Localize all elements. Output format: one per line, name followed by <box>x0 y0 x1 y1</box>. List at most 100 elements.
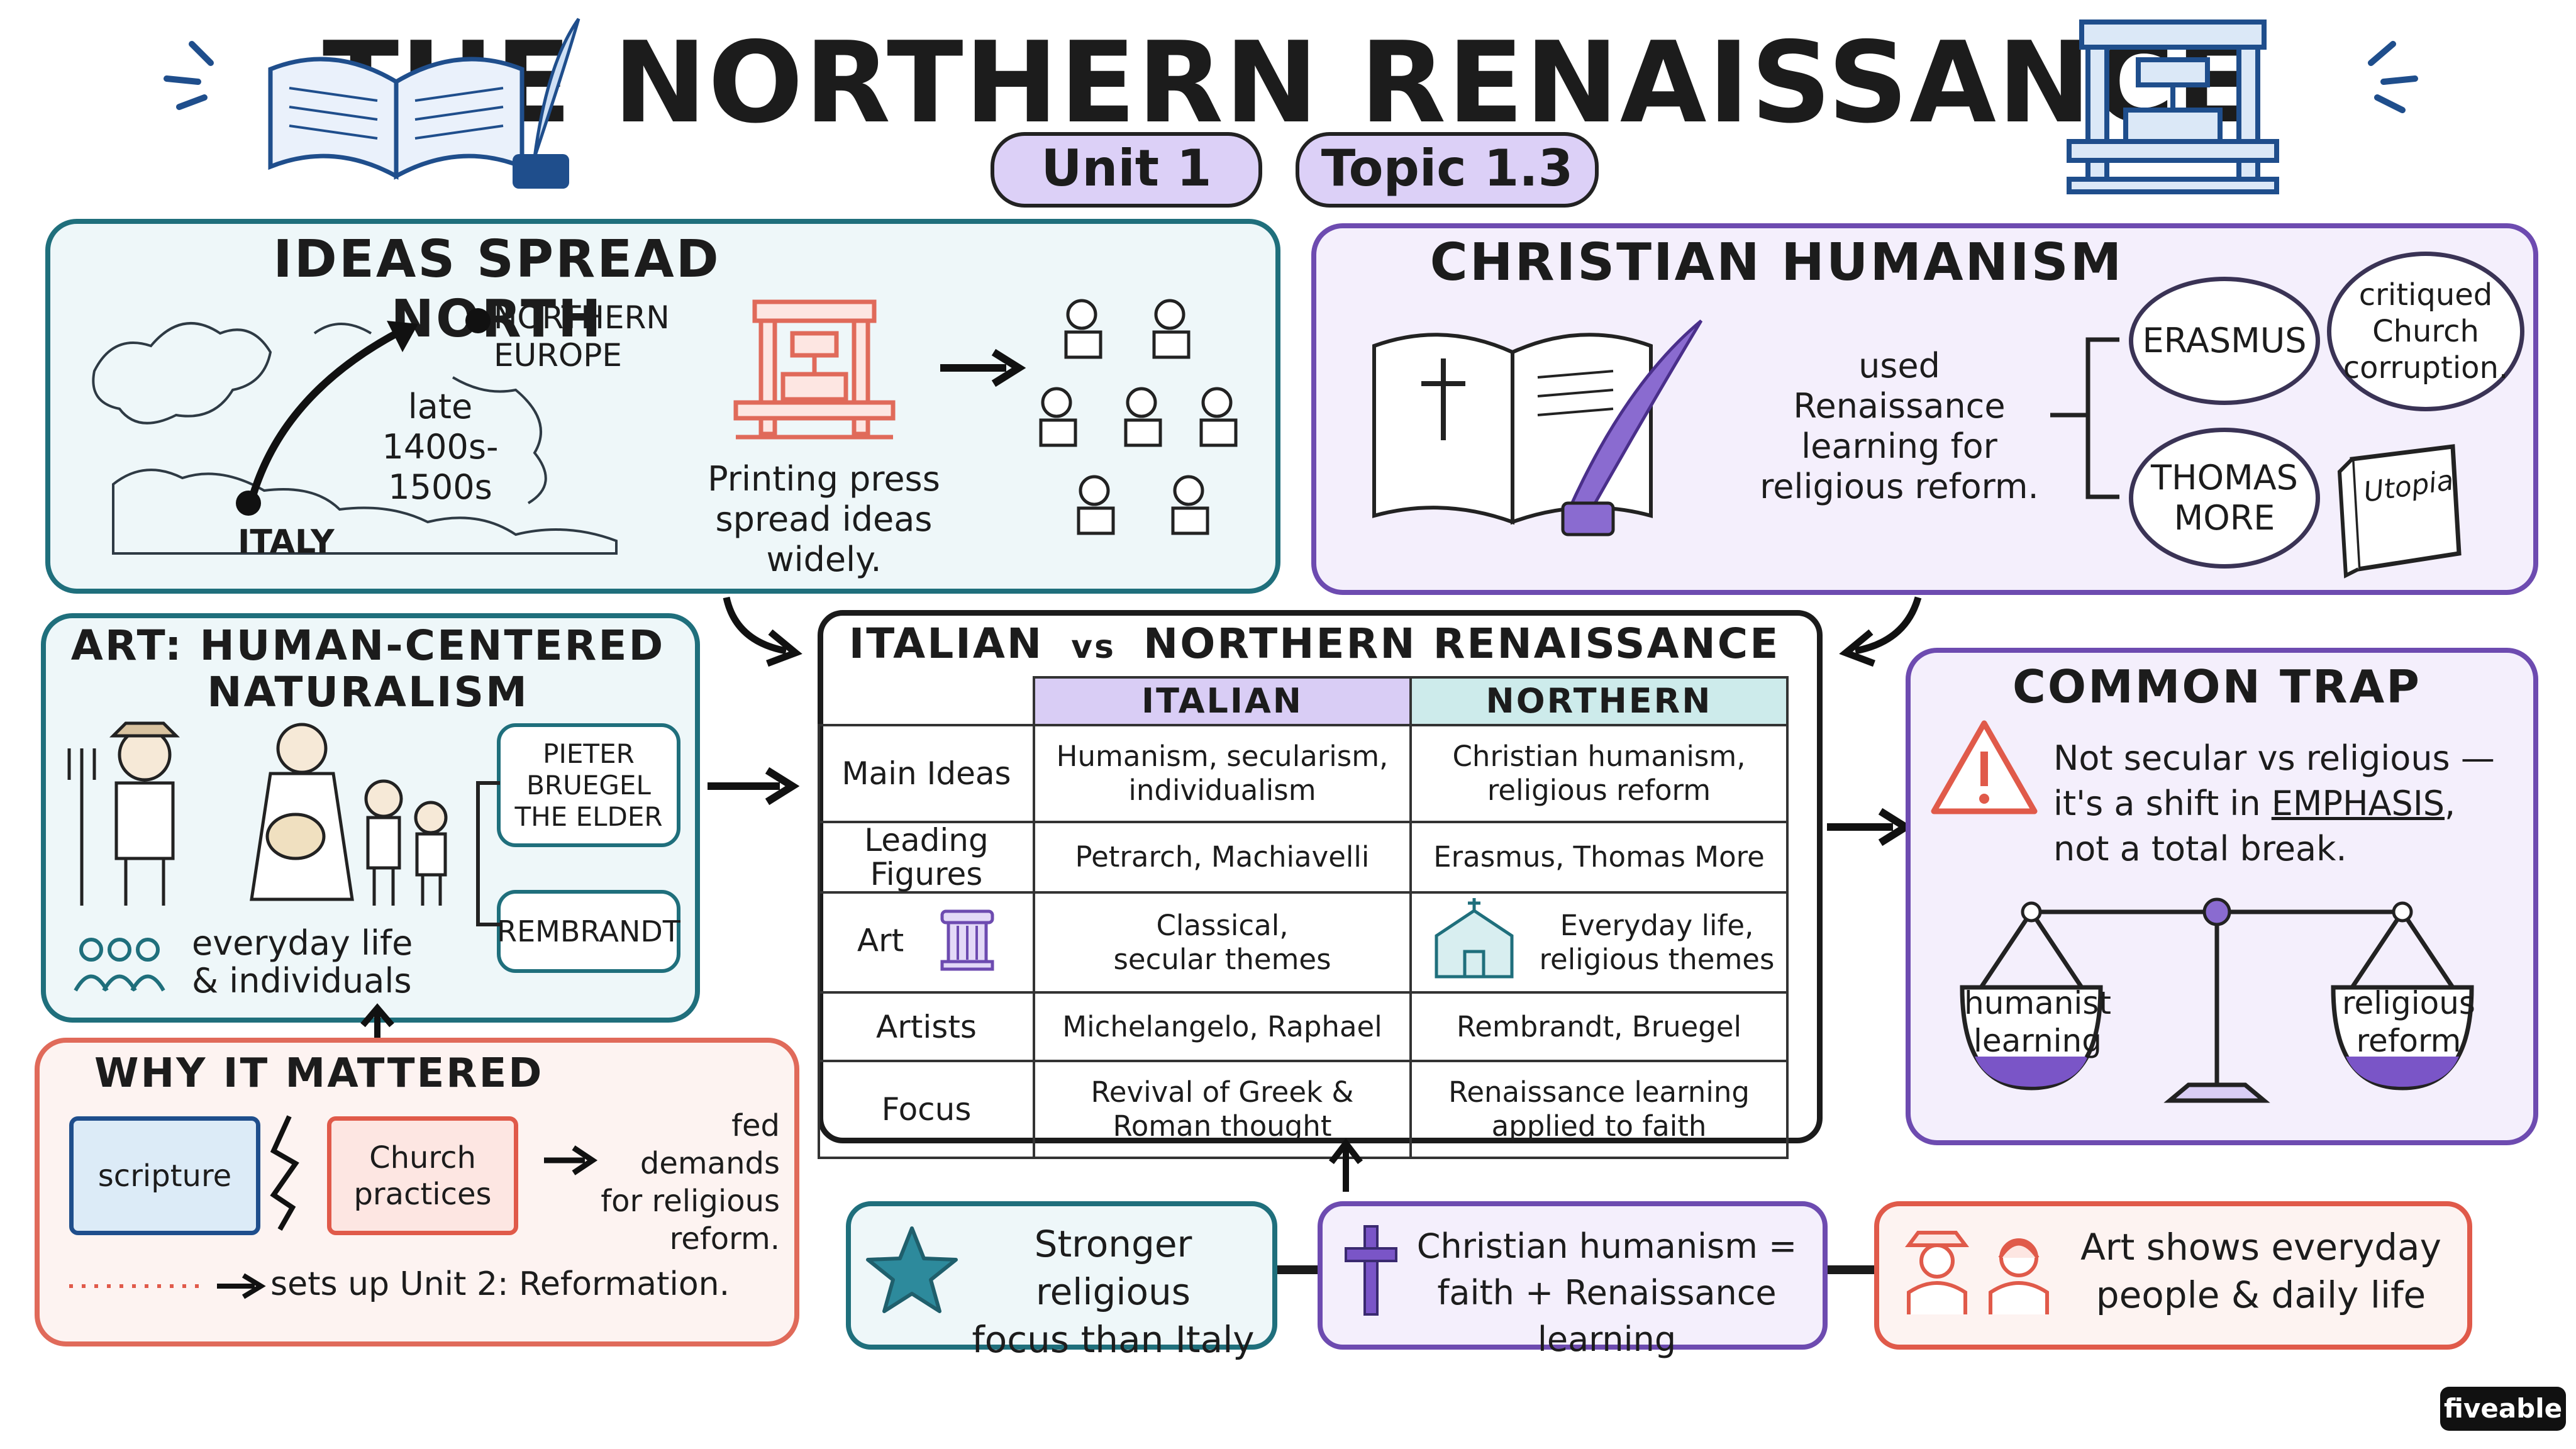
row-label-artists: Artists <box>818 991 1035 1062</box>
humanism-description: used Renaissance learning for religious … <box>1748 346 2050 507</box>
dotted-arrow-icon <box>69 1273 266 1299</box>
trap-text-line1: Not secular vs religious — <box>2053 738 2495 778</box>
printing-press-red-icon <box>733 299 896 440</box>
press-caption: Printing press spread ideas widely. <box>689 459 959 580</box>
arrow-to-trap-icon <box>1827 808 1913 847</box>
erasmus-oval: ERASMUS <box>2129 277 2320 405</box>
table-row: Art Classical,secular themes Everyday li… <box>818 891 1789 994</box>
cell-northern-leading-figures: Erasmus, Thomas More <box>1409 821 1789 894</box>
common-trap-title: COMMON TRAP <box>2012 660 2421 713</box>
cell-text: applied to faith <box>1491 1109 1707 1143</box>
bible-quill-icon <box>1372 319 1703 536</box>
art-caption-line2: & individuals <box>192 961 412 1001</box>
summary2-line2: faith + Renaissance learning <box>1437 1273 1777 1359</box>
ideas-spread-north-panel <box>45 219 1280 594</box>
thomas-more-oval: THOMAS MORE <box>2129 428 2320 569</box>
cell-text: religious reform <box>1487 774 1711 807</box>
printing-press-icon <box>2067 19 2279 194</box>
humanism-description-line3: religious reform. <box>1760 467 2039 506</box>
bruegel-line2: BRUEGEL <box>526 769 651 801</box>
art-title-line2: NATURALISM <box>207 668 529 716</box>
art-caption-line1: everyday life <box>192 923 413 963</box>
summary-box-art-everyday <box>1874 1201 2472 1350</box>
critique-line1: critiqued <box>2358 277 2493 313</box>
open-book-quill-icon <box>268 18 580 189</box>
church-practices-line1: Church <box>369 1140 476 1175</box>
church-icon <box>1424 897 1524 987</box>
church-practices-puzzle-piece: Church practices <box>327 1116 518 1235</box>
col-header-italian: ITALIAN <box>1033 676 1412 726</box>
critique-line2: Church <box>2372 314 2479 349</box>
column-pillar-icon <box>939 908 996 977</box>
comparison-title: ITALIAN vs NORTHERN RENAISSANCE <box>818 619 1811 668</box>
unit2-text: sets up Unit 2: Reformation. <box>270 1265 730 1303</box>
connector-bar-1 <box>1264 1265 1327 1274</box>
rembrandt-box: REMBRANDT <box>497 890 680 973</box>
cell-text: Christian humanism, <box>1452 740 1746 773</box>
peasant-family-illustration <box>67 721 448 906</box>
cell-italian-art: Classical,secular themes <box>1033 891 1412 994</box>
cell-text: individualism <box>1128 774 1316 807</box>
comparison-title-vs: vs <box>1071 628 1116 666</box>
art-caption: everyday life & individuals <box>192 924 413 1000</box>
left-pan-label: humanist learning <box>1962 984 2113 1060</box>
connector-bar-2 <box>1811 1265 1880 1274</box>
italy-label: ITALY <box>238 523 335 561</box>
cell-text: secular themes <box>1113 942 1331 976</box>
right-pan-line1: religious <box>2342 985 2475 1021</box>
table-row: Leading Figures Petrarch, Machiavelli Er… <box>818 821 1789 894</box>
arrow-right-small-icon <box>544 1145 598 1175</box>
summary1-line1: Stronger religious <box>1034 1223 1192 1313</box>
cell-northern-art: Everyday life,religious themes <box>1409 891 1789 994</box>
critique-line3: corruption. <box>2343 350 2509 386</box>
arrow-right-icon <box>940 348 1026 387</box>
summary3-line1: Art shows everyday <box>2080 1226 2441 1269</box>
right-pan-line2: reform <box>2356 1023 2462 1059</box>
trap-text-line2: it's a shift in EMPHASIS, <box>2053 781 2495 826</box>
humanism-description-line1: used Renaissance <box>1793 346 2006 426</box>
table-row: Focus Revival of Greek &Roman thought Re… <box>818 1060 1789 1159</box>
time-period-line2: 1400s-1500s <box>382 427 499 507</box>
comparison-title-right: NORTHERN RENAISSANCE <box>1143 619 1780 668</box>
row-label-art-text: Art <box>857 922 904 958</box>
sparkle-lines-right-icon <box>2368 41 2418 113</box>
thomas-more-line2: MORE <box>2174 498 2275 538</box>
summary-art-everyday-text: Art shows everyday people & daily life <box>2075 1223 2446 1319</box>
fiveable-logo[interactable]: fiveable <box>2440 1387 2566 1431</box>
cell-northern-artists: Rembrandt, Bruegel <box>1409 991 1789 1062</box>
trap-text-line3: not a total break. <box>2053 829 2347 869</box>
cell-northern-main-ideas: Christian humanism,religious reform <box>1409 724 1789 823</box>
curved-arrow-left-icon <box>723 596 802 667</box>
cell-text: Everyday life, <box>1560 908 1754 942</box>
trap-text-line2-end: , <box>2445 784 2456 823</box>
time-period-line1: late <box>408 387 473 426</box>
christian-humanism-title: CHRISTIAN HUMANISM <box>1430 233 2124 292</box>
art-bracket-connector <box>476 781 500 926</box>
northern-europe-label-line1: NORTHERN <box>494 299 670 336</box>
table-row: Artists Michelangelo, Raphael Rembrandt,… <box>818 991 1789 1062</box>
art-title: ART: HUMAN-CENTERED NATURALISM <box>57 623 679 716</box>
table-row: Main Ideas Humanism, secularism,individu… <box>818 724 1789 823</box>
cross-icon <box>1345 1225 1397 1316</box>
col-header-northern: NORTHERN <box>1409 676 1789 726</box>
critique-speech-bubble: critiqued Church corruption. <box>2327 252 2524 411</box>
summary2-line1: Christian humanism = <box>1416 1226 1797 1266</box>
scripture-puzzle-piece: scripture <box>69 1116 260 1235</box>
left-pan-line1: humanist <box>1964 985 2111 1021</box>
summary-christian-humanism-text: Christian humanism = faith + Renaissance… <box>1402 1223 1811 1363</box>
arrow-up-table-icon <box>1329 1138 1363 1192</box>
summary-box-christian-humanism <box>1318 1201 1828 1350</box>
cell-italian-artists: Michelangelo, Raphael <box>1033 991 1412 1062</box>
comparison-table: ITALIAN NORTHERN Main Ideas Humanism, se… <box>818 676 1789 1159</box>
art-title-line1: ART: HUMAN-CENTERED <box>70 621 665 670</box>
people-reading-icon <box>1039 299 1238 535</box>
arrow-to-table-icon <box>708 767 800 806</box>
page-title: THE NORTHERN RENAISSANCE <box>322 18 2254 148</box>
cell-text: religious themes <box>1539 942 1775 976</box>
thomas-more-line1: THOMAS <box>2151 458 2298 497</box>
curved-arrow-right-icon <box>1839 596 1922 667</box>
summary3-line2: people & daily life <box>2096 1274 2426 1316</box>
bruegel-box: PIETER BRUEGEL THE ELDER <box>497 723 680 847</box>
demands-line2: for religious <box>601 1184 780 1219</box>
